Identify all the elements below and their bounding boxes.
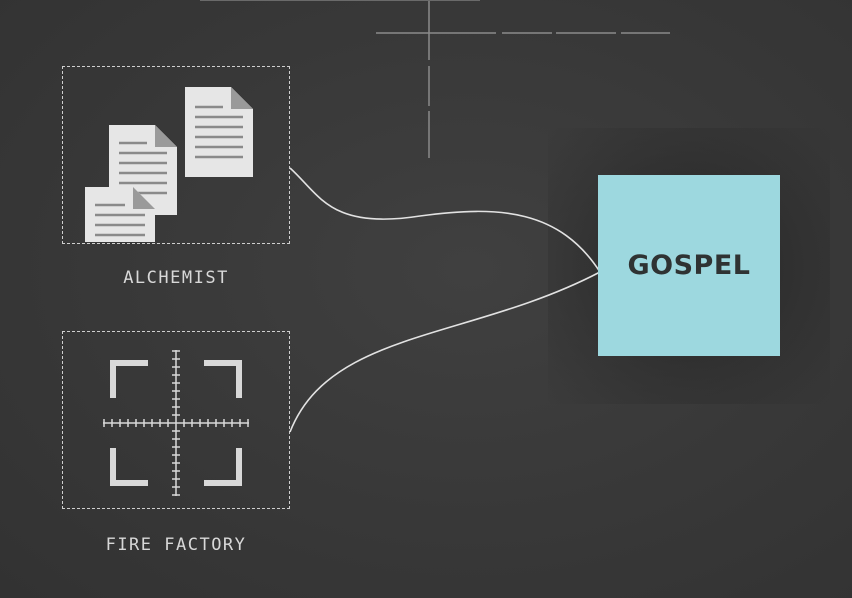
alchemist-node — [62, 66, 290, 244]
gospel-label: GOSPEL — [627, 250, 751, 281]
fire-factory-label: FIRE FACTORY — [105, 535, 247, 555]
documents-icon — [85, 87, 253, 242]
crosshair-icon — [103, 350, 249, 496]
fire-factory-node — [62, 331, 290, 509]
document-icon-front — [85, 187, 155, 242]
gospel-node: GOSPEL — [598, 175, 780, 356]
document-icon-back — [185, 87, 253, 177]
alchemist-label: ALCHEMIST — [123, 268, 229, 288]
